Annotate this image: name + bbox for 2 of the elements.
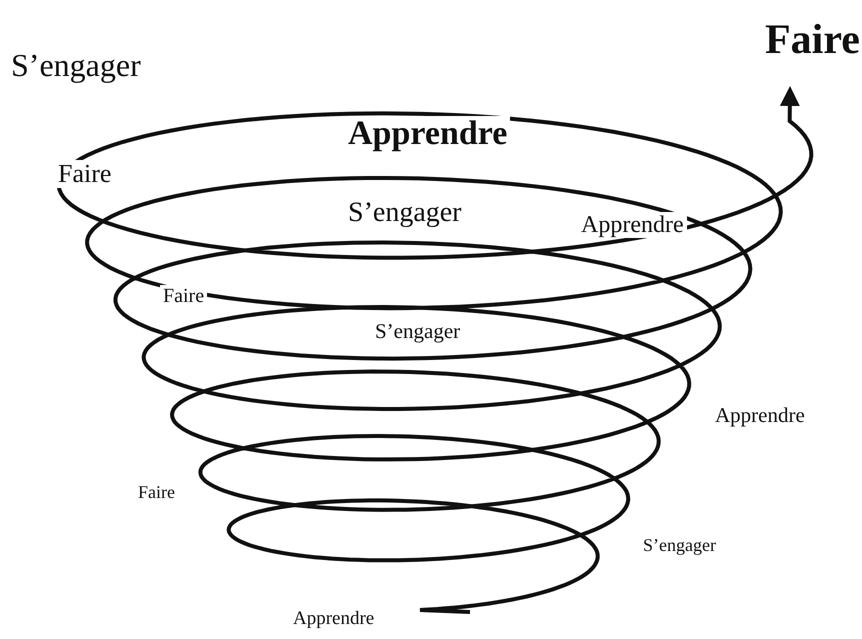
stage-label: Apprendre: [345, 116, 510, 152]
stage-label: Apprendre: [578, 212, 687, 238]
